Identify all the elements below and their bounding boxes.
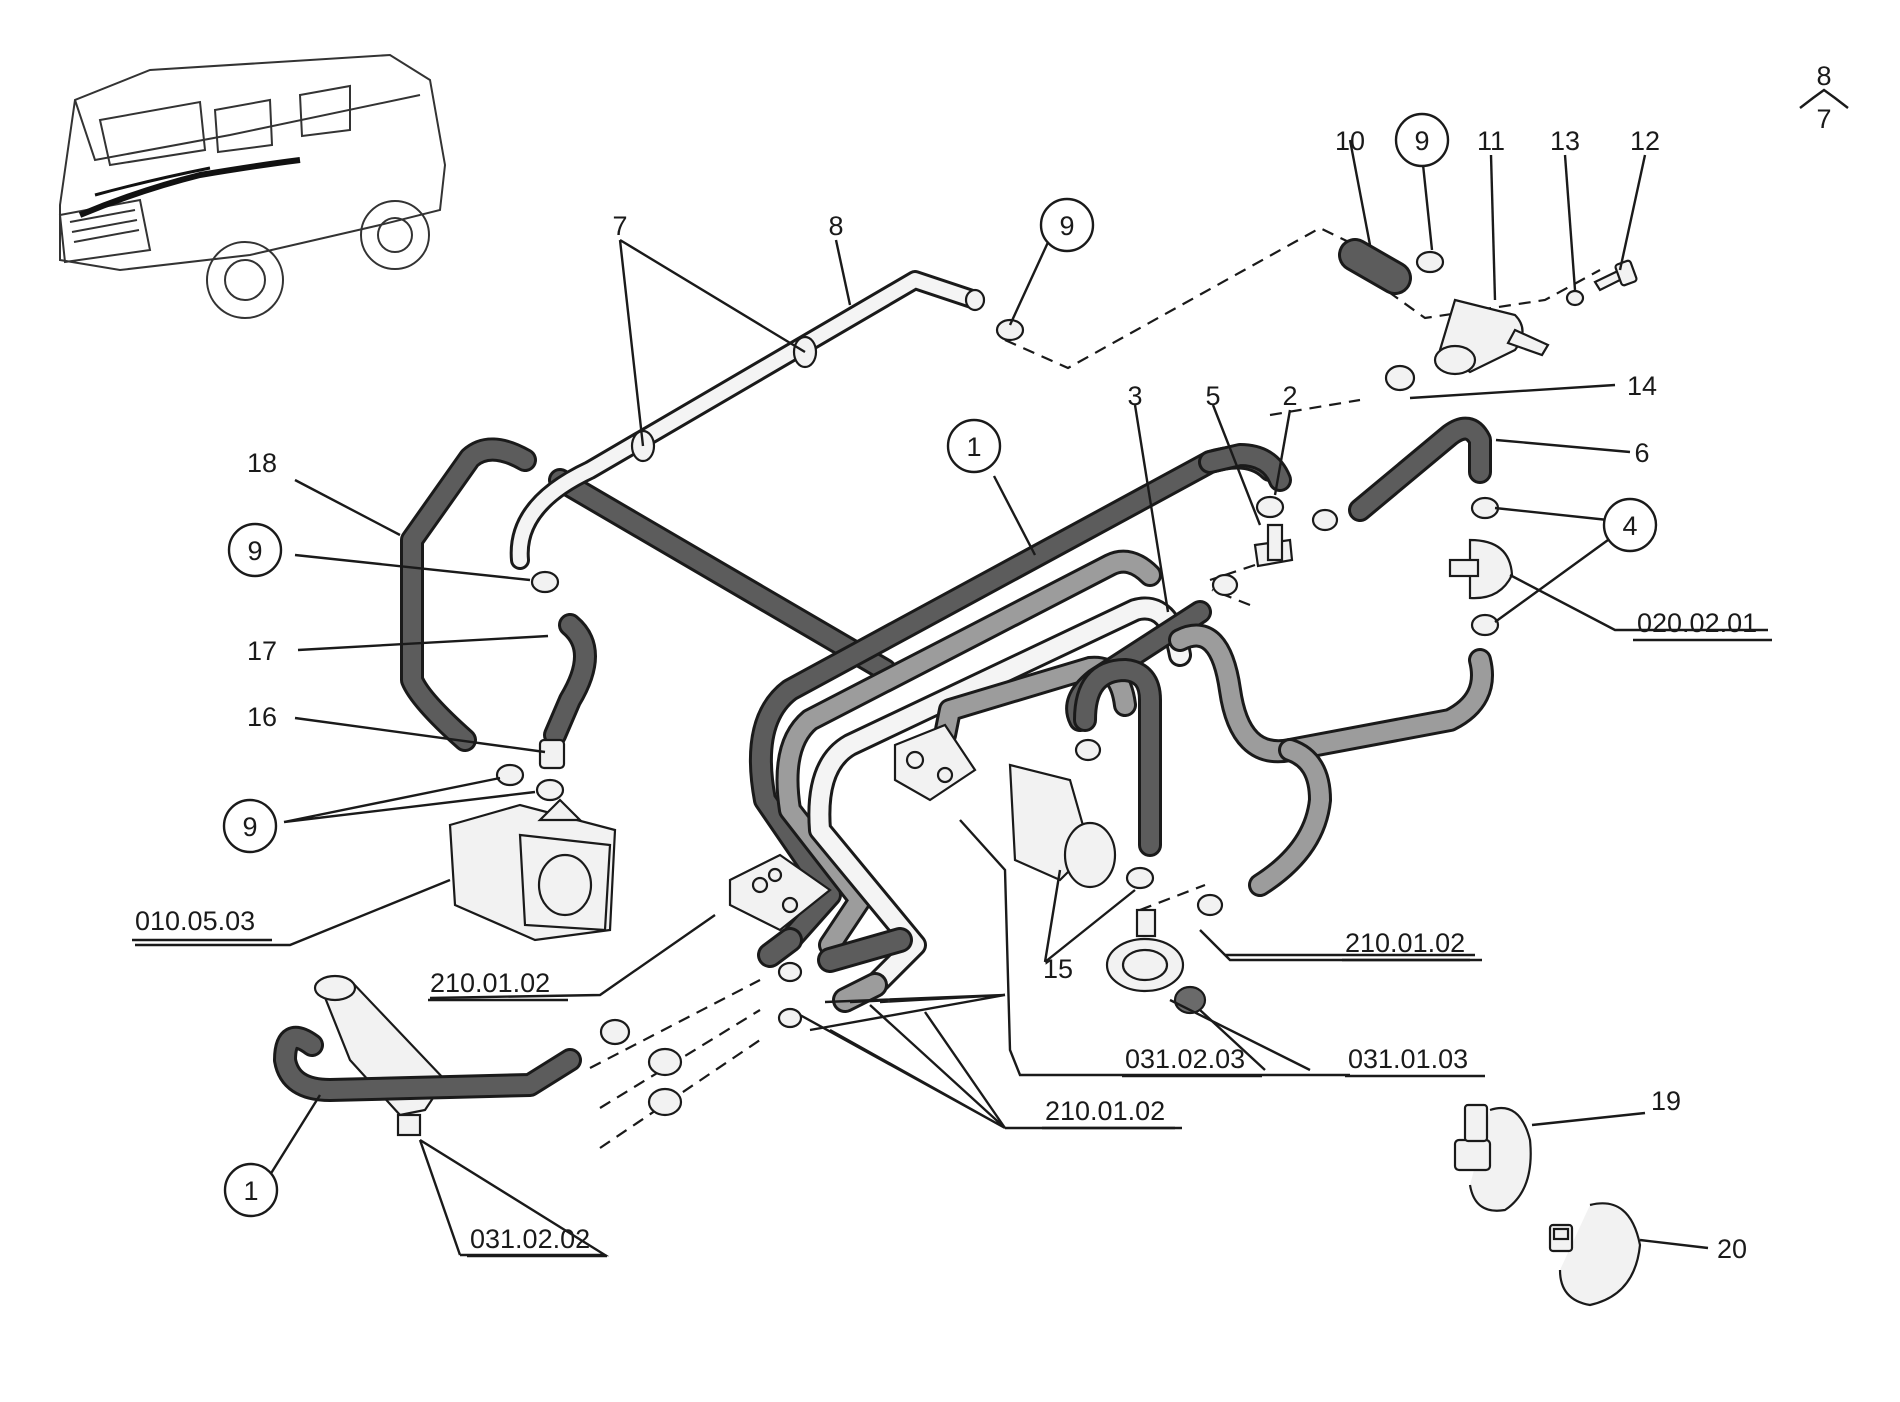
label-15: 15 — [1043, 954, 1073, 984]
label-13: 13 — [1550, 126, 1580, 156]
ref-210-01-02-left: 210.01.02 — [430, 968, 550, 998]
callout-9-right: 9 — [1414, 126, 1429, 156]
hose-ends-lower — [757, 927, 913, 1013]
label-12: 12 — [1630, 126, 1660, 156]
hose-bundle-1 — [748, 443, 1292, 997]
label-16: 16 — [247, 702, 277, 732]
label-5: 5 — [1205, 381, 1220, 411]
part-16 — [538, 738, 566, 770]
part-5-t-piece — [1253, 523, 1294, 568]
hose-8 — [509, 270, 986, 570]
callout-4: 4 — [1622, 511, 1637, 541]
ref-020-02-01: 020.02.01 — [1637, 608, 1757, 638]
number-labels: 7 8 10 11 13 12 14 6 3 5 2 18 17 16 15 1… — [247, 126, 1747, 1264]
label-20: 20 — [1717, 1234, 1747, 1264]
heater-unit-010-05-03 — [448, 798, 617, 942]
page-reference: 8 7 — [1799, 61, 1849, 134]
page-ref-numerator: 8 — [1816, 61, 1831, 91]
vehicle-thumbnail — [58, 53, 447, 319]
part-4-valve — [1448, 538, 1514, 600]
hose-grey-right — [1168, 623, 1494, 897]
part-10 — [1338, 238, 1412, 295]
label-6: 6 — [1634, 438, 1649, 468]
callout-9-top: 9 — [1059, 211, 1074, 241]
part-11 — [1433, 298, 1550, 376]
seal-rings — [599, 1018, 683, 1117]
callout-1-top: 1 — [966, 432, 981, 462]
label-11: 11 — [1477, 126, 1505, 156]
ref-010-05-03: 010.05.03 — [135, 906, 255, 936]
callout-9-bottom: 9 — [242, 812, 257, 842]
thermostat-031-01-03 — [1105, 908, 1207, 1015]
flange-210-01-02-left — [728, 853, 832, 932]
circled-callouts: 1 1 4 9 9 9 9 — [222, 112, 1658, 1218]
label-14: 14 — [1627, 371, 1657, 401]
page-ref-denominator: 7 — [1816, 104, 1831, 134]
hose-18 — [400, 437, 537, 752]
hose-8-end — [964, 288, 986, 312]
clamps — [495, 250, 1500, 1029]
ref-210-01-02-bottom: 210.01.02 — [1045, 1096, 1165, 1126]
label-18: 18 — [247, 448, 277, 478]
label-7: 7 — [612, 211, 627, 241]
hose-long-dark — [548, 468, 897, 682]
callout-1-bottom: 1 — [243, 1176, 258, 1206]
label-3: 3 — [1127, 381, 1142, 411]
strap-20 — [1548, 1202, 1642, 1307]
label-8: 8 — [828, 211, 843, 241]
label-19: 19 — [1651, 1086, 1681, 1116]
hose-6 — [1348, 416, 1492, 522]
label-10: 10 — [1335, 126, 1365, 156]
ref-031-02-02: 031.02.02 — [470, 1224, 590, 1254]
ref-210-01-02-right: 210.01.02 — [1345, 928, 1465, 958]
flange-031-02-03 — [893, 723, 1117, 889]
label-17: 17 — [247, 636, 277, 666]
expansion-tank-031-02-02 — [273, 974, 582, 1137]
reference-labels: 020.02.01 010.05.03 210.01.02 210.01.02 … — [132, 608, 1772, 1258]
callout-9-left: 9 — [247, 536, 262, 566]
ref-031-01-03: 031.01.03 — [1348, 1044, 1468, 1074]
ref-031-02-03: 031.02.03 — [1125, 1044, 1245, 1074]
hose-17 — [543, 613, 597, 747]
strap-19 — [1453, 1103, 1532, 1212]
label-2: 2 — [1282, 381, 1297, 411]
